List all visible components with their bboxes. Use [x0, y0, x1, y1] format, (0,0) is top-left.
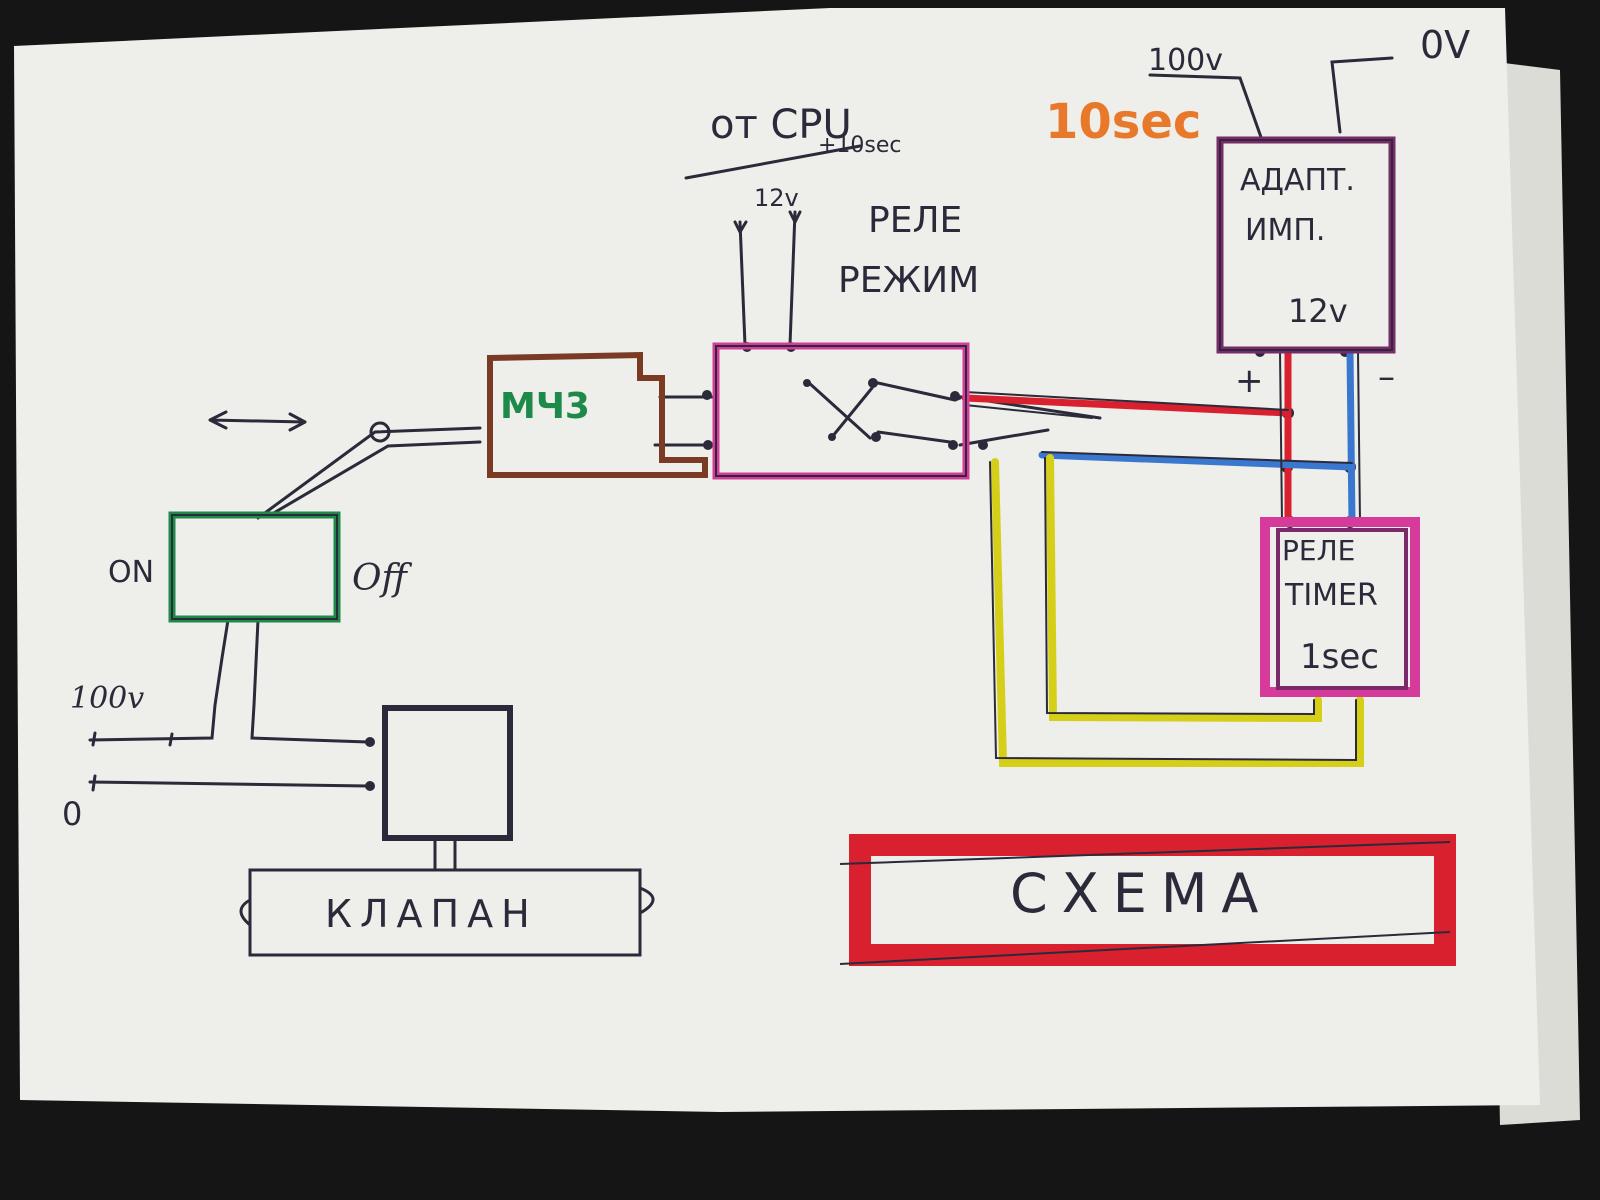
- supply-voltage-label: 100v: [1148, 43, 1223, 78]
- switch-box: [168, 511, 341, 623]
- relay-supply-label: 12v: [754, 184, 799, 212]
- ground-voltage-label: 0V: [1420, 23, 1470, 67]
- diagram-title: СХЕМА: [1010, 862, 1272, 925]
- cpu-label: от CPU: [710, 102, 852, 148]
- colored-wires: [961, 348, 1364, 767]
- timer-relay-line3: 1sec: [1300, 637, 1379, 677]
- switch-on-label: ON: [108, 555, 154, 590]
- mode-relay-line1: РЕЛЕ: [868, 200, 962, 241]
- valve-label: КЛАПАН: [325, 892, 538, 936]
- adapter-line2: ИМП.: [1245, 213, 1325, 248]
- adapter-box: [1216, 136, 1396, 354]
- mode-relay-line2: РЕЖИМ: [838, 260, 979, 301]
- valve-box: [248, 868, 642, 957]
- module-box: [487, 351, 708, 478]
- ink-wires: [88, 56, 1394, 927]
- mode-relay-box: [712, 342, 970, 480]
- plus-label: +: [1235, 361, 1264, 401]
- valve-control-box: [382, 705, 513, 841]
- module-label: MЧ3: [500, 386, 590, 427]
- timer-relay-line1: РЕЛЕ: [1282, 534, 1355, 567]
- left-zero-label: 0: [62, 795, 82, 833]
- orange-time-label: 10sec: [1045, 94, 1201, 150]
- title-frame: [839, 834, 1456, 966]
- cpu-time-label: +10sec: [818, 133, 902, 158]
- minus-label: –: [1378, 357, 1395, 397]
- adapter-output-label: 12v: [1288, 292, 1348, 330]
- timer-relay-box: [1260, 517, 1420, 697]
- left-supply-label: 100v: [70, 681, 144, 716]
- switch-off-label: Off: [352, 558, 413, 599]
- adapter-line1: АДАПТ.: [1240, 163, 1355, 198]
- timer-relay-line2: TIMER: [1284, 578, 1378, 613]
